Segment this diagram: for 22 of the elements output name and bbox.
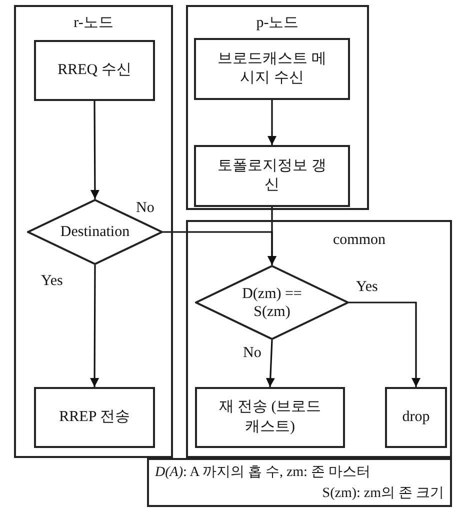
arrow [349,302,420,387]
arrow [268,207,276,265]
swimlane-panel [14,5,173,458]
process-box: RREQ 수신 [34,40,155,101]
swimlane-panel [186,5,369,210]
swimlane-panel [186,220,452,458]
decision-diamond: D(zm) == S(zm) [195,265,349,340]
process-box: RREP 전송 [34,387,155,448]
arrow [90,101,100,199]
panel-heading: r-노드 [72,14,114,32]
process-box: drop [385,387,447,448]
note-text: D(A): A 까지의 홉 수, zm: 존 마스터 [155,464,370,481]
arrow [266,340,275,388]
process-box: 브로드캐스트 메시지 수신 [194,38,350,100]
note-text: S(zm): zm의 존 크기 [322,485,444,502]
process-box: 재 전송 (브로드캐스트) [195,387,345,448]
arrow [90,265,100,387]
panel-heading: common [333,232,386,249]
note-box [147,458,452,507]
process-box: 토폴로지정보 갱신 [194,145,350,207]
arrow [268,100,276,145]
panel-heading: p-노드 [255,14,300,32]
